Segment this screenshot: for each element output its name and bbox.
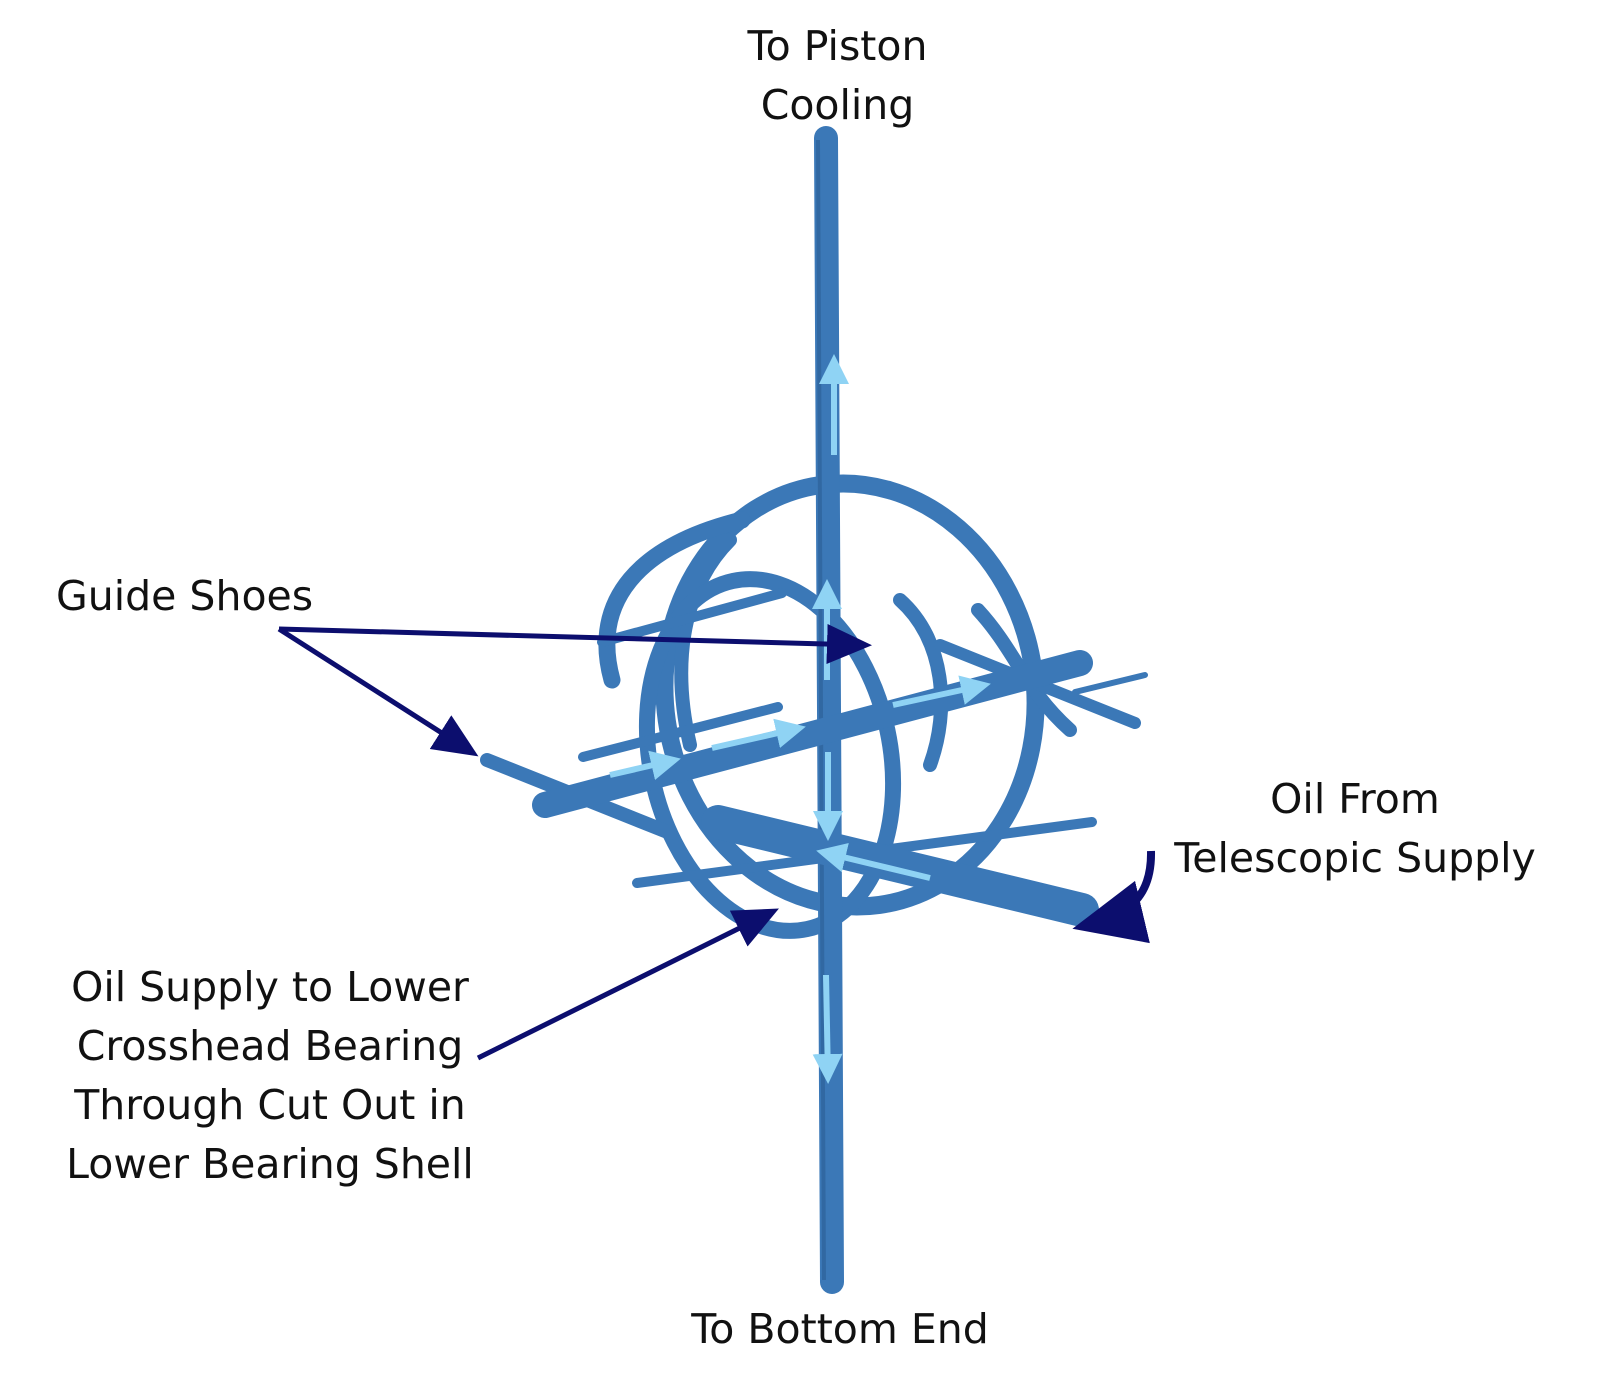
guide-shoe-rod-mid-left [578,702,783,762]
flow-arrow-down-bottom [812,974,843,1084]
callout-guide-shoes-upper [278,624,872,665]
horizontal-pipe [532,650,1093,818]
oil-supply-lower-bearing-label: Oil Supply to Lower Crosshead Bearing Th… [30,958,510,1194]
flow-arrow-left-2 [711,718,806,751]
left-outer-arc [598,511,751,689]
right-arc-1 [893,593,949,772]
supply-pipe [701,805,1099,927]
oil-from-telescopic-label: Oil From Telescopic Supply [1150,770,1560,888]
flow-arrow-supply [816,843,931,881]
to-piston-cooling-label: To Piston Cooling [700,17,975,135]
vertical-pipe-shade [816,139,826,1281]
guide-shoe-rod-far-right [1072,672,1148,695]
oil-from-line-1: Oil From [1270,775,1440,823]
to-piston-cooling-line-2: Cooling [760,81,915,129]
vertical-pipe [814,126,844,1294]
oil-from-line-2: Telescopic Supply [1174,834,1536,882]
oil-supply-line-1: Oil Supply to Lower [71,963,469,1011]
flow-arrow-right [892,675,991,708]
oil-supply-line-2: Crosshead Bearing [76,1022,464,1070]
callout-guide-shoes-lower [277,626,479,757]
oil-supply-line-4: Lower Bearing Shell [66,1140,474,1188]
to-bottom-end-label: To Bottom End [691,1305,989,1353]
flow-arrow-left-1 [609,750,681,781]
oil-supply-line-3: Through Cut Out in [74,1081,466,1129]
guide-shoes-label: Guide Shoes [56,572,314,620]
guide-shoe-rod-top-left [597,588,787,647]
to-piston-cooling-line-1: To Piston [747,22,928,70]
callout-oil-from [1072,850,1156,944]
callout-oil-supply [476,908,779,1061]
